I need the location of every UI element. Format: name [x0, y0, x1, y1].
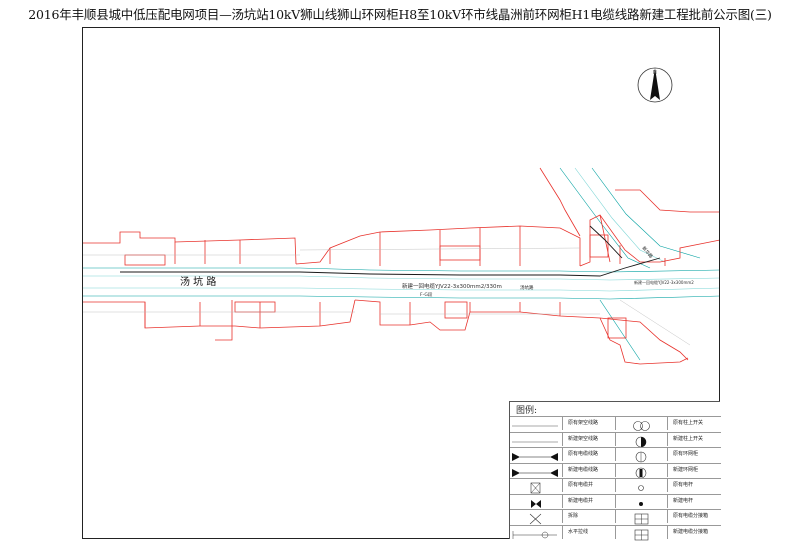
legend-divider: [667, 417, 668, 430]
legend-right-text: 新建柱上开关: [673, 435, 704, 442]
legend-divider: [667, 479, 668, 492]
legend-left-text: 新建电缆井: [568, 497, 594, 504]
north-arrow-icon: N: [637, 67, 673, 103]
x-mark-icon: [510, 510, 562, 525]
legend-left-text: 原有电缆井: [568, 482, 594, 488]
legend-row: 原有电缆线路 原有环网柜: [510, 447, 721, 463]
legend-divider: [667, 432, 668, 446]
legend-left-text: 拆除: [568, 513, 579, 519]
legend-row: 原有电缆井 原有电杆: [510, 478, 721, 494]
half-filled-circle-icon: [615, 432, 667, 447]
legend-right-text: 新建电缆分接箱: [673, 528, 709, 535]
guy-wire-icon: [510, 526, 562, 539]
small-circle-icon: [615, 479, 667, 492]
bowtie-line-icon: [510, 448, 562, 461]
legend-row: 新建电缆线路 新建环网柜: [510, 462, 721, 479]
legend-right-text: 原有电缆分接箱: [673, 513, 709, 519]
cable-right-label: 新建一回电缆YJV22-3x300mm2: [634, 279, 694, 285]
road-small-label: 汤坑路: [520, 284, 534, 291]
new-cable-route: [120, 225, 661, 277]
legend-right-text: 原有环网柜: [673, 451, 699, 457]
north-label: N: [653, 70, 657, 76]
legend-divider: [562, 448, 563, 461]
drawing-frame: [82, 27, 720, 539]
cable-label: 新建一回电缆YJV22-3x300mm2/330m: [402, 282, 502, 290]
legend-row: 新建架空线路 新建柱上开关: [510, 431, 721, 448]
legend-divider: [667, 510, 668, 523]
cable-sub-label: F-G段: [420, 291, 433, 298]
box-cross-icon: [510, 479, 562, 494]
legend-left-text: 新建电缆线路: [568, 466, 599, 473]
bowtie-line-icon: [510, 464, 562, 477]
road-main-label: 汤 坑 路: [180, 275, 216, 288]
legend-right-text: 原有电杆: [673, 482, 694, 488]
legend-right-text: 原有柱上开关: [673, 420, 704, 426]
legend-left-text: 原有电缆线路: [568, 451, 599, 457]
double-circle-icon: [615, 417, 667, 431]
split-box-icon: [615, 525, 667, 540]
split-box-icon: [615, 510, 667, 525]
line-thin-icon: [510, 433, 562, 446]
legend-left-text: 水平拉线: [568, 528, 589, 535]
line-thin-icon: [510, 417, 562, 430]
buildings-north: [82, 167, 721, 267]
circle-split-filled-icon: [615, 463, 667, 478]
legend-left-text: 新建架空线路: [568, 435, 599, 442]
legend-divider: [562, 417, 563, 430]
legend-right-text: 新建环网柜: [673, 466, 699, 473]
drawing-title: 2016年丰顺县城中低压配电网项目—汤坑站10kV狮山线狮山环网柜H8至10kV…: [28, 7, 772, 22]
legend-row: 拆除 原有电缆分接箱: [510, 509, 721, 525]
legend: 图例: 原有架空线路原有柱上开关新建架空线路新建柱上开关原有电缆线路原有环网柜新…: [509, 401, 721, 541]
dot-icon: [615, 494, 667, 508]
legend-divider: [667, 525, 668, 539]
legend-divider: [562, 525, 563, 539]
legend-divider: [562, 510, 563, 523]
legend-divider: [562, 432, 563, 446]
property-lines: [82, 247, 691, 346]
legend-row: 原有架空线路 原有柱上开关: [510, 416, 721, 432]
legend-row: 水平拉线 新建电缆分接箱: [510, 524, 721, 541]
legend-divider: [667, 494, 668, 508]
circle-split-icon: [615, 448, 667, 463]
legend-row: 新建电缆井 新建电杆: [510, 493, 721, 510]
legend-right-text: 新建电杆: [673, 497, 694, 504]
legend-divider: [562, 479, 563, 492]
legend-title: 图例:: [516, 406, 538, 416]
legend-divider: [667, 463, 668, 477]
legend-divider: [562, 463, 563, 477]
buildings-south: [82, 299, 689, 365]
legend-divider: [562, 494, 563, 508]
legend-divider: [667, 448, 668, 461]
bowtie-filled-icon: [510, 495, 562, 508]
legend-left-text: 原有架空线路: [568, 420, 599, 426]
